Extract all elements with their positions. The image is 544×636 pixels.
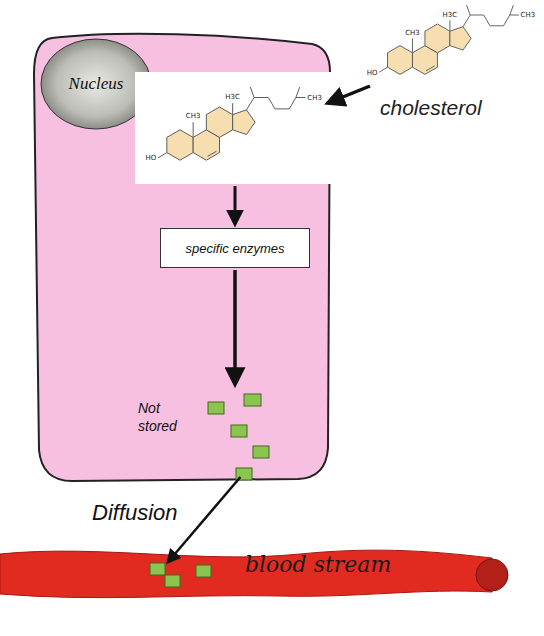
nucleus: Nucleus (40, 38, 152, 130)
hormone-squares (150, 563, 211, 587)
molecule-name: cholesterol (380, 96, 482, 120)
blood-label: blood stream (245, 552, 391, 577)
edge-label: Diffusion (92, 500, 178, 526)
cholesterol-molecule (379, 5, 519, 74)
atom-label: CH3 (405, 29, 420, 37)
enzyme-box-outline (161, 229, 310, 268)
enzyme-label: specific enzymes (160, 228, 310, 268)
vessel-end (476, 559, 508, 591)
blood-vessel (0, 550, 492, 597)
atom-label: H3C (443, 11, 458, 19)
atom-label: HO (367, 69, 378, 77)
atom-label: CH3 (186, 112, 201, 120)
atom-label: HO (145, 154, 156, 162)
note-text: Not stored (138, 400, 196, 435)
blood-stream: blood stream (0, 540, 510, 610)
diffusion-arrow (168, 477, 240, 562)
flow-arrow (234, 186, 237, 224)
nucleus-label: Nucleus (40, 38, 152, 130)
cell-membrane (34, 34, 330, 481)
molecule-panel (135, 72, 331, 184)
cell: Not stored Nucleus specific enzymes (30, 30, 335, 485)
atom-label: CH3 (521, 11, 536, 19)
cholesterol-molecule (158, 87, 305, 160)
flow-arrow (233, 270, 237, 384)
enzyme-box: specific enzymes (160, 228, 310, 268)
atom-label: H3C (225, 93, 240, 101)
uptake-arrow (328, 86, 370, 103)
atom-label: CH3 (307, 94, 322, 102)
nucleus-shape (41, 39, 151, 129)
hormone-squares (208, 394, 269, 480)
